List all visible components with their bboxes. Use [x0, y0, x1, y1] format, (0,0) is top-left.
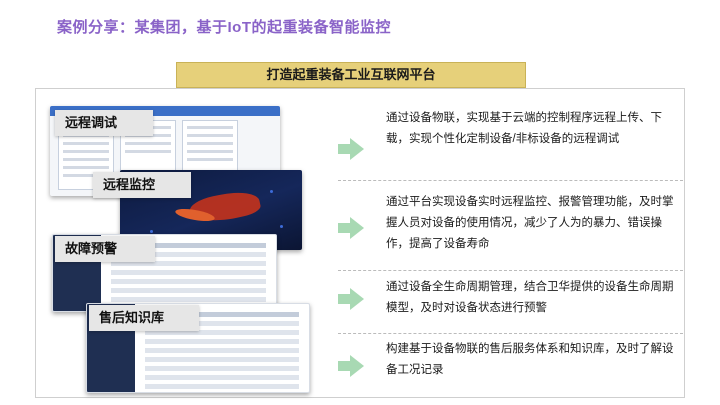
right-arrow-icon [338, 355, 364, 377]
content-frame [35, 88, 685, 398]
tag-knowledge-base: 售后知识库 [89, 305, 199, 331]
right-arrow-icon [338, 217, 364, 239]
tag-remote-monitor: 远程监控 [93, 172, 191, 198]
description-fault-warning: 通过设备全生命周期管理，结合卫华提供的设备生命周期模型，及时对设备状态进行预警 [386, 281, 674, 314]
description-remote-monitor: 通过平台实现设备实时远程监控、报警管理功能，及时掌握人员对设备的使用情况，减少了… [386, 196, 674, 250]
description-remote-debug: 通过设备物联，实现基于云端的控制程序远程上传、下载，实现个性化定制设备/非标设备… [386, 112, 662, 145]
right-arrow-icon [338, 138, 364, 160]
slide-title: 案例分享：某集团，基于IoT的起重装备智能监控 [57, 19, 391, 36]
tag-remote-debug: 远程调试 [55, 110, 153, 136]
tag-fault-warning: 故障预警 [55, 236, 155, 262]
right-arrow-icon [338, 288, 364, 310]
divider [338, 270, 683, 271]
divider [338, 180, 683, 181]
description-knowledge-base: 构建基于设备物联的售后服务体系和知识库，及时了解设备工况记录 [386, 343, 674, 376]
divider [338, 333, 683, 334]
banner: 打造起重装备工业互联网平台 [176, 62, 526, 88]
